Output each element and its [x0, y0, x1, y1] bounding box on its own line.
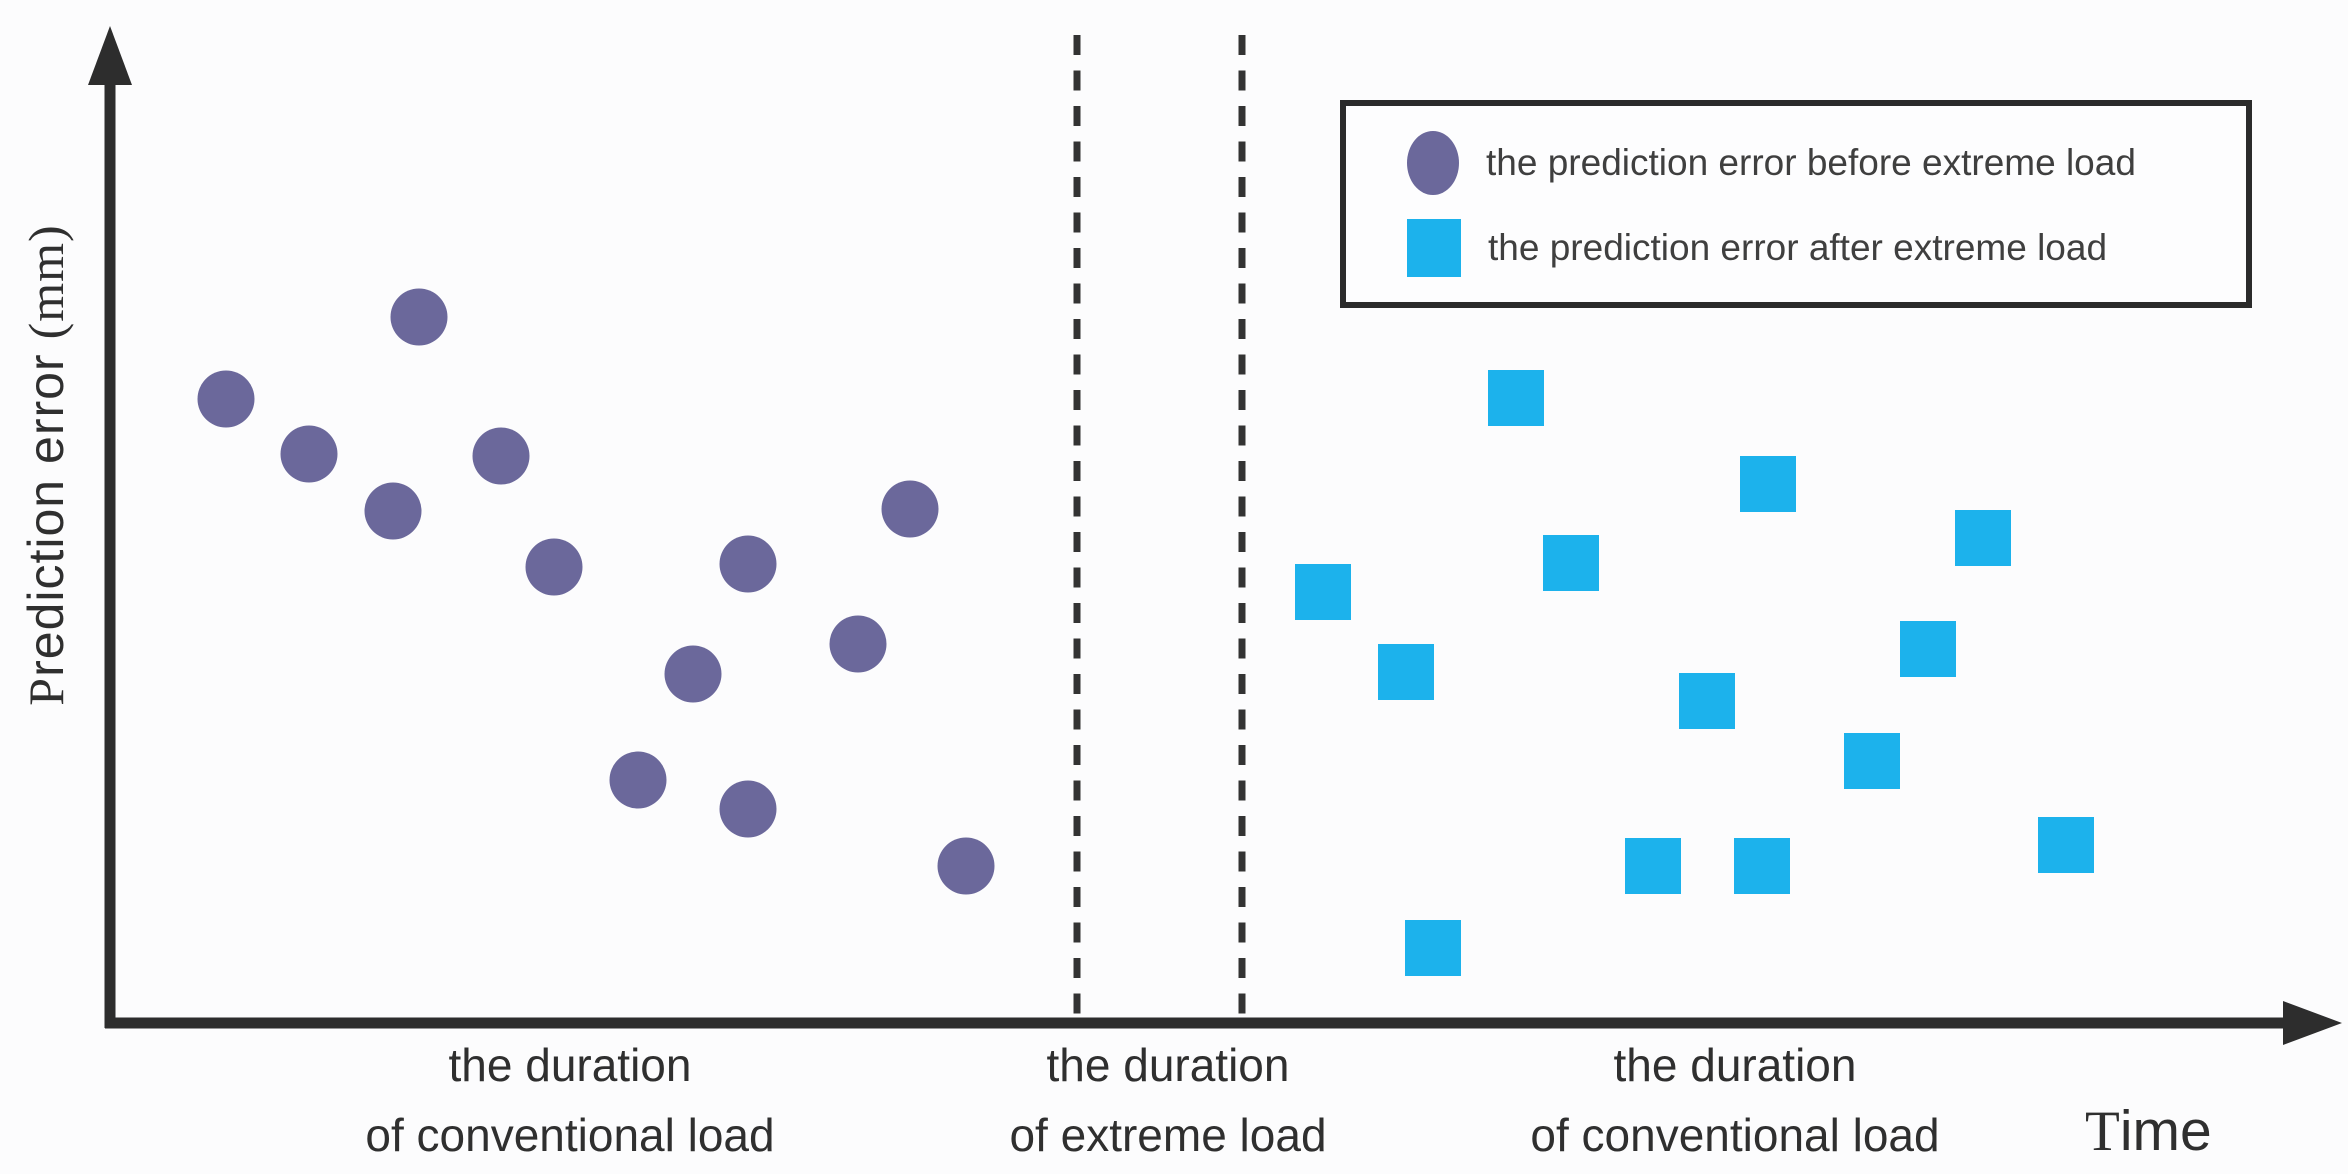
data-point-before-circle [719, 535, 777, 593]
data-point-before-circle [472, 427, 530, 485]
legend-item-after: the prediction error after extreme load [1407, 219, 2246, 278]
x-axis-title-text: Time [2085, 1099, 2212, 1163]
legend-item-before: the prediction error before extreme load [1407, 130, 2246, 195]
legend-label-after: the prediction error after extreme load [1488, 227, 2108, 269]
region-label-conventional-load-1: the duration of conventional load [365, 1030, 774, 1170]
region-label-line2: of conventional load [365, 1109, 775, 1161]
y-axis-title-text: Prediction error [18, 353, 74, 706]
data-point-before-circle [525, 538, 583, 596]
region-label-line1: the duration [448, 1039, 692, 1091]
data-point-after-square [1740, 456, 1796, 512]
region-label-line2: of conventional load [1530, 1109, 1940, 1161]
region-label-line2: of extreme load [1009, 1109, 1327, 1161]
data-point-before-circle [609, 751, 667, 809]
x-axis-title: Time [2085, 1098, 2212, 1164]
region-label-line1: the duration [1046, 1039, 1290, 1091]
y-axis-unit: (mm) [18, 224, 74, 340]
data-point-before-circle [937, 837, 995, 895]
data-point-after-square [1679, 673, 1735, 729]
data-point-after-square [1295, 564, 1351, 620]
data-point-after-square [1405, 920, 1461, 976]
data-point-after-square [1844, 733, 1900, 789]
data-point-after-square [1734, 838, 1790, 894]
data-point-before-circle [881, 480, 939, 538]
region-label-extreme-load: the duration of extreme load [1009, 1030, 1326, 1170]
y-axis-title: Prediction error (mm) [17, 120, 74, 810]
data-point-after-square [1625, 838, 1681, 894]
legend-marker-circle-icon [1407, 130, 1459, 195]
data-point-after-square [1488, 370, 1544, 426]
data-point-before-circle [197, 370, 255, 428]
data-point-before-circle [364, 482, 422, 540]
legend: the prediction error before extreme load… [1340, 100, 2252, 308]
data-point-after-square [1543, 535, 1599, 591]
data-point-before-circle [664, 645, 722, 703]
data-point-before-circle [719, 780, 777, 838]
data-point-after-square [1955, 510, 2011, 566]
region-label-conventional-load-2: the duration of conventional load [1530, 1030, 1939, 1170]
data-point-after-square [1900, 621, 1956, 677]
data-point-after-square [2038, 817, 2094, 873]
data-point-before-circle [829, 615, 887, 673]
data-point-before-circle [390, 288, 448, 346]
data-point-before-circle [280, 425, 338, 483]
y-axis-arrow-icon [88, 26, 132, 85]
data-point-after-square [1378, 644, 1434, 700]
region-label-line1: the duration [1613, 1039, 1857, 1091]
x-axis-arrow-icon [2283, 1001, 2342, 1045]
legend-marker-square-icon [1407, 219, 1461, 278]
legend-label-before: the prediction error before extreme load [1486, 141, 2136, 183]
